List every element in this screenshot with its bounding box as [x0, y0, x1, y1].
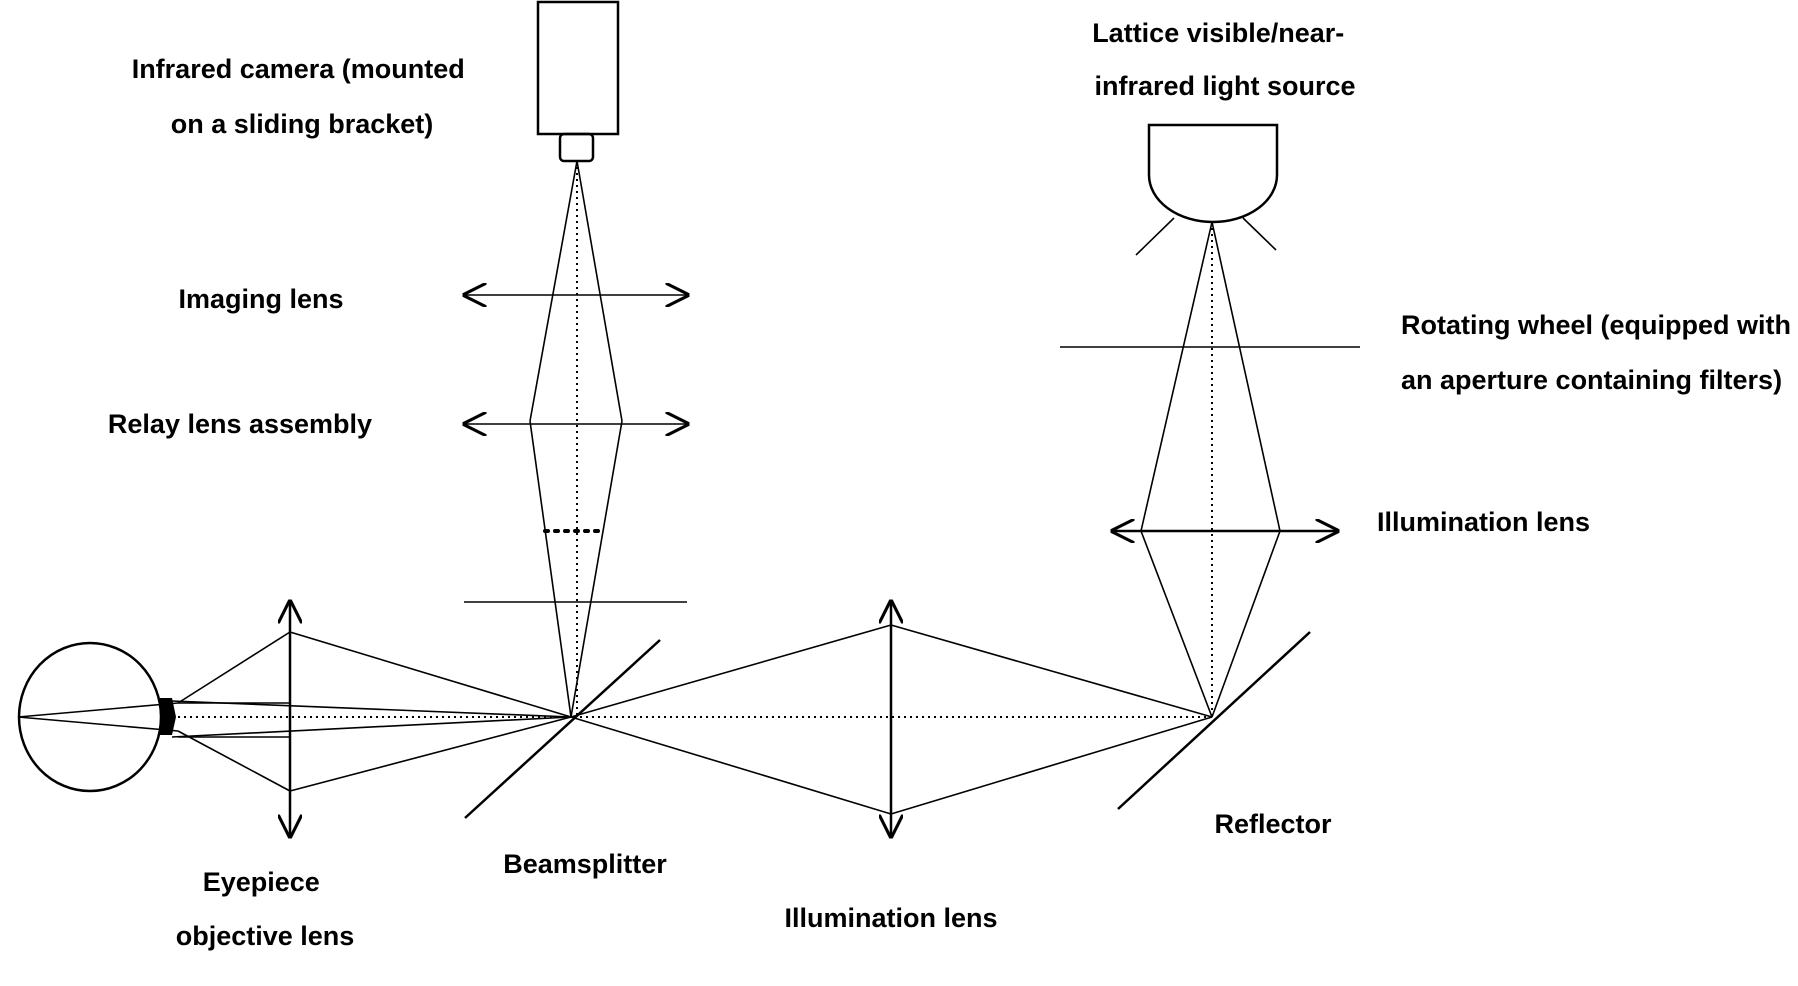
beamsplitter [464, 639, 661, 819]
reflector [1117, 631, 1311, 810]
eyepiece-rays [171, 631, 572, 792]
eye [17, 641, 179, 793]
light-source-label: Lattice visible/near- infrared light sou… [1092, 18, 1355, 101]
illumination-lens-horizontal-label: Illumination lens [784, 903, 997, 933]
rotating-wheel-label: Rotating wheel (equipped with an apertur… [1401, 310, 1798, 395]
beamsplitter-label: Beamsplitter [503, 849, 667, 879]
illumination-lens-vertical-label: Illumination lens [1377, 507, 1590, 537]
illumination-rays [570, 624, 1213, 815]
source-rays [1140, 221, 1281, 718]
eyepiece-objective-lens-label: Eyepiece objective lens [176, 867, 355, 951]
imaging-lens-label: Imaging lens [178, 284, 343, 314]
infrared-camera [536, 0, 620, 163]
relay-lens-assembly-label: Relay lens assembly [108, 409, 372, 439]
infrared-camera-label: Infrared camera (mounted on a sliding br… [132, 54, 473, 139]
light-source [1135, 123, 1279, 256]
reflector-label: Reflector [1214, 809, 1332, 839]
